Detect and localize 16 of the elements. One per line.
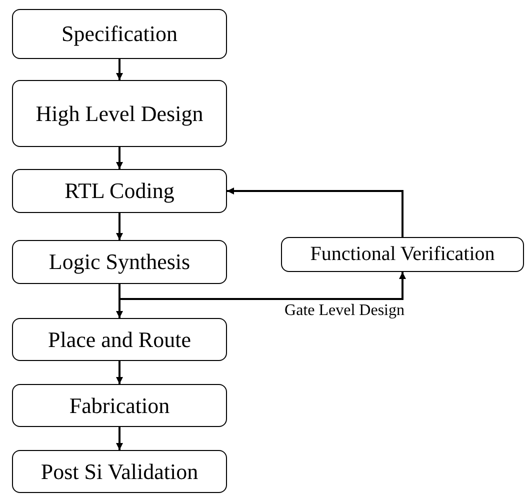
arrow xyxy=(116,147,123,169)
arrow xyxy=(118,272,406,300)
process-box: Specification xyxy=(12,9,227,59)
edge-label: Gate Level Design xyxy=(282,303,406,319)
arrow xyxy=(116,427,123,450)
arrow xyxy=(116,361,123,384)
process-box: High Level Design xyxy=(12,80,227,147)
process-box: Functional Verification xyxy=(281,237,524,272)
process-box: RTL Coding xyxy=(12,169,227,213)
arrow xyxy=(116,59,123,80)
arrow xyxy=(227,188,404,237)
process-box: Fabrication xyxy=(12,384,227,427)
process-box: Logic Synthesis xyxy=(12,240,227,284)
arrow xyxy=(116,213,123,240)
process-box: Place and Route xyxy=(12,318,227,361)
process-box: Post Si Validation xyxy=(12,450,227,493)
